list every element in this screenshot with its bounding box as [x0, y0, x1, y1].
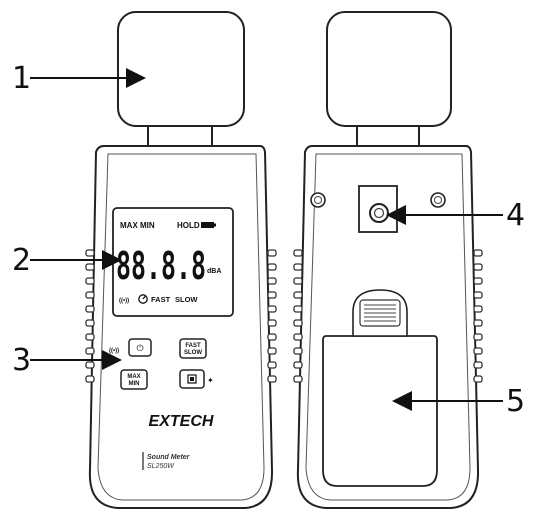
callout-number-4: 4	[506, 198, 525, 233]
back-view	[293, 11, 483, 509]
back-neck	[356, 125, 420, 147]
brand-logo: EXTECH	[149, 413, 214, 430]
fast-slow-button[interactable]: FAST SLOW	[179, 338, 207, 359]
battery-cover	[322, 289, 438, 487]
callout-2: 2	[12, 243, 122, 278]
power-icon: ⏻	[136, 343, 143, 354]
callout-number-2: 2	[12, 243, 31, 278]
front-right-grip	[267, 249, 277, 383]
lcd-max-min-label: MAX MIN	[120, 221, 155, 230]
lcd-unit-label: dBA	[207, 268, 221, 275]
back-left-grip	[293, 249, 303, 383]
callout-3: 3	[12, 343, 122, 378]
signal-icon: ((•))	[119, 298, 129, 304]
fast-slow-label-top: FAST	[185, 343, 201, 349]
backlight-icon: ✦	[207, 376, 214, 385]
battery-icon	[201, 222, 216, 228]
right-screw	[430, 192, 446, 208]
front-body-rim	[97, 153, 265, 501]
left-screw	[310, 192, 326, 208]
lcd-fast-label: FAST	[151, 295, 171, 304]
callout-4: 4	[386, 198, 525, 233]
back-body-rim	[305, 153, 471, 501]
callout-5: 5	[392, 384, 525, 419]
callout-1: 1	[12, 61, 146, 96]
hold-button[interactable]	[179, 369, 205, 389]
max-min-label-bottom: MIN	[129, 381, 140, 387]
power-button[interactable]: ⏻	[128, 338, 152, 357]
lcd-hold-label: HOLD	[177, 221, 200, 230]
max-min-button[interactable]: MAX MIN	[120, 369, 148, 390]
lcd-digits: 88.8.8	[116, 244, 206, 288]
back-windscreen	[326, 11, 452, 127]
product-model: SL250W	[147, 463, 175, 470]
auto-off-icon	[138, 294, 148, 304]
back-right-grip	[473, 249, 483, 383]
signal-icon-keypad: ((•))	[109, 348, 119, 354]
microphone-windscreen	[117, 11, 245, 127]
fast-slow-label-bottom: SLOW	[184, 350, 202, 356]
front-view: MAX MIN HOLD 88.8.8 dBA ((•)) FAST SLOW …	[85, 11, 277, 509]
max-min-label-top: MAX	[127, 374, 140, 380]
lcd-slow-label: SLOW	[175, 295, 198, 304]
callout-number-5: 5	[506, 384, 525, 419]
product-name: Sound Meter	[147, 454, 191, 461]
front-left-grip	[85, 249, 95, 383]
callout-number-3: 3	[12, 343, 31, 378]
callout-number-1: 1	[12, 61, 31, 96]
front-neck	[147, 125, 213, 147]
tripod-mount	[358, 185, 398, 233]
